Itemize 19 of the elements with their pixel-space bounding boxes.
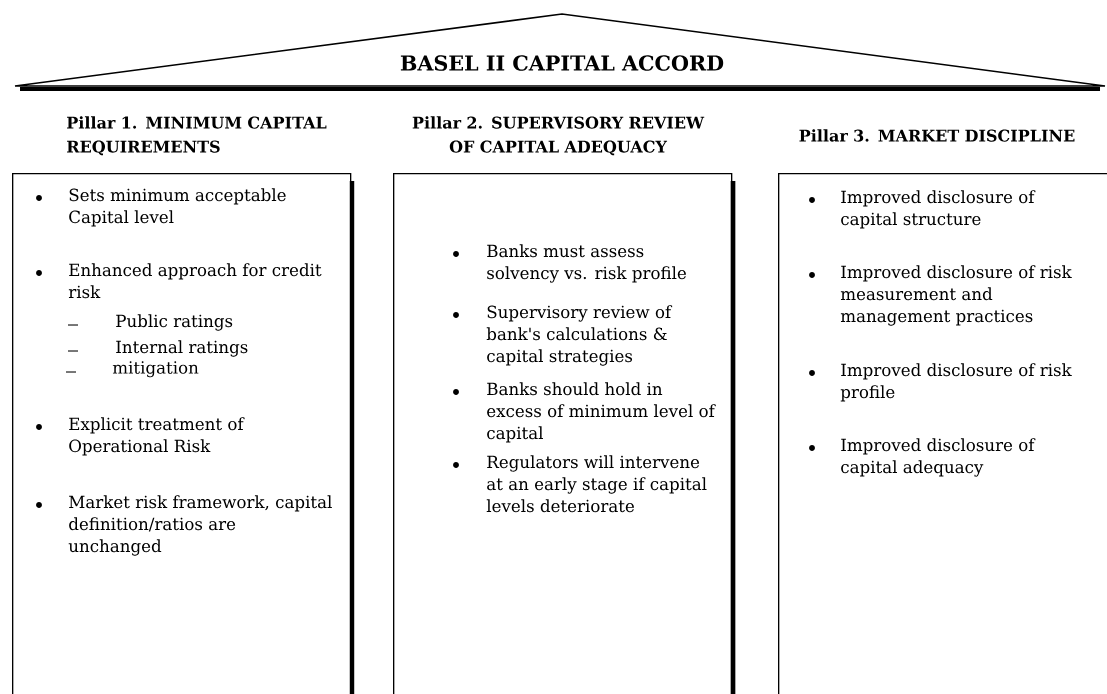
bullet-item: Sets minimum acceptable Capital level: [36, 188, 286, 227]
bullet-item: Improved disclosure of risk profile: [809, 363, 1072, 402]
bullet-item: Improved disclosure of capital structure: [809, 190, 1036, 229]
bullet-item: Supervisory review of bank's calculations & capital strategies: [453, 305, 673, 366]
bullet-item: Regulators will intervene at an early stage if capital levels deteriorate: [453, 455, 707, 513]
bullet-item: Improved disclosure of risk measurement and management practices: [809, 265, 1072, 326]
roof-title: BASEL II CAPITAL ACCORD: [400, 55, 724, 71]
bullet-item: Enhanced approach for credit risk: [36, 263, 322, 299]
bullet-item: Explicit treatment of Operational Risk: [36, 417, 245, 456]
bullet-item: Banks should hold in excess of minimum level of capital: [453, 382, 716, 443]
pillar-heading: Pillar 2. SUPERVISORY REVIEW OF CAPITAL ADEQUACY: [412, 116, 705, 156]
pillar-heading: Pillar 1. MINIMUM CAPITAL REQUIREMENTS: [67, 116, 327, 156]
sub-item: Internal ratings: [67, 340, 248, 357]
pillar-heading: Pillar 3. MARKET DISCIPLINE: [799, 129, 1075, 142]
sub-item: Public ratings: [67, 314, 233, 331]
bullet-item: Improved disclosure of capital adequacy: [809, 438, 1036, 477]
bullet-item: Market risk framework, capital definition/ratios are unchanged: [36, 495, 332, 556]
sub-item: mitigation: [65, 361, 199, 378]
bullet-item: Banks must assess solvency vs. risk profile: [453, 244, 686, 283]
